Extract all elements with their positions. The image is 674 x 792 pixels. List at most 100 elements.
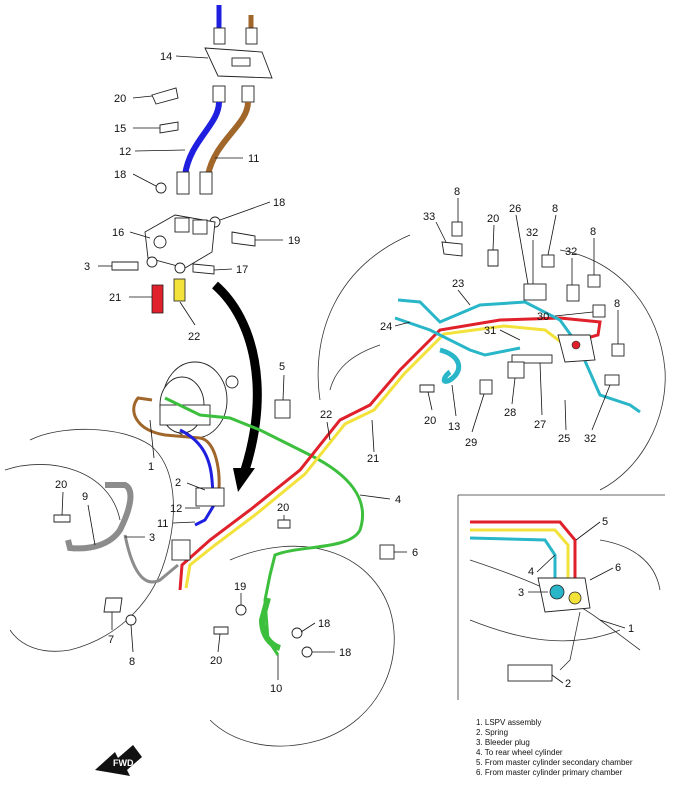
body-outlines [4, 234, 666, 747]
callout-9: 9 [82, 491, 88, 503]
callout-28: 28 [504, 407, 516, 419]
clip-20-lower [213, 626, 229, 635]
clamp-5 [274, 399, 291, 419]
lspv-valve-16 [111, 214, 256, 314]
callout-20: 20 [277, 502, 289, 514]
clip-20-upper [151, 87, 179, 105]
callout-21: 21 [109, 292, 121, 304]
spring-27 [511, 354, 553, 364]
callout-31: 31 [484, 325, 496, 337]
callout-12: 12 [170, 503, 182, 515]
inset-callout-6: 6 [615, 562, 621, 574]
callout-32: 32 [584, 433, 596, 445]
callout-19: 19 [234, 581, 246, 593]
callout-11: 11 [248, 153, 259, 165]
callout-24: 24 [380, 321, 392, 333]
callout-20: 20 [114, 93, 126, 105]
callout-8: 8 [590, 226, 596, 238]
callout-1: 1 [148, 461, 154, 473]
callout-13: 13 [448, 421, 460, 433]
callout-10: 10 [270, 683, 282, 695]
inset-callout-5: 5 [602, 516, 608, 528]
callout-5: 5 [279, 361, 285, 373]
callout-12: 12 [119, 146, 131, 158]
pipe-12 [182, 101, 222, 176]
callout-14: 14 [160, 51, 172, 63]
lspv-block-mid [195, 487, 225, 507]
small-parts [53, 221, 625, 658]
callout-23: 23 [452, 278, 464, 290]
fitting-21 [151, 284, 164, 314]
inset-pipe-yellow [470, 528, 570, 585]
legend-item: 6. From master cylinder primary chamber [476, 768, 623, 777]
callout-2: 2 [175, 477, 181, 489]
callout-30: 30 [537, 311, 549, 323]
bracket-7 [103, 597, 123, 613]
pipe-13-hose [439, 347, 462, 384]
inset-callout-3: 3 [518, 587, 524, 599]
legend-item: 1. LSPV assembly [476, 718, 541, 727]
callout-29: 29 [465, 437, 477, 449]
callout-8: 8 [552, 203, 558, 215]
callout-8: 8 [454, 186, 460, 198]
pipe-21 [178, 316, 602, 591]
pipe-22 [184, 324, 566, 589]
callout-11: 11 [157, 518, 168, 530]
clip-20-left [53, 514, 71, 523]
inset-callout-2: 2 [565, 678, 571, 690]
callout-18: 18 [318, 618, 330, 630]
callout-32: 32 [565, 246, 577, 258]
callout-18: 18 [273, 197, 285, 209]
callout-17: 17 [236, 264, 248, 276]
callout-3: 3 [84, 261, 90, 273]
callout-7: 7 [108, 634, 114, 646]
inset-spring [507, 664, 553, 682]
callout-20: 20 [424, 415, 436, 427]
fitting-22 [173, 278, 186, 302]
callout-33: 33 [423, 211, 435, 223]
callout-22: 22 [188, 331, 200, 343]
legend-item: 2. Spring [476, 728, 508, 737]
inset-callout-1: 1 [628, 623, 634, 635]
pipe-24 [394, 316, 521, 357]
inset-callout-4: 4 [528, 566, 534, 578]
bolt-15 [159, 121, 179, 134]
callout-32: 32 [526, 227, 538, 239]
inset-pipe-red [470, 520, 577, 580]
clamp-6 [379, 544, 395, 560]
inset-pipe-cyan [469, 536, 557, 590]
callout-20: 20 [210, 655, 222, 667]
pipe-23 [397, 298, 641, 414]
legend-item: 4. To rear wheel cylinder [476, 748, 563, 757]
upper-pipe-assembly [151, 5, 273, 228]
legend: 1. LSPV assembly 2. Spring 3. Bleeder pl… [476, 718, 633, 777]
fwd-label: FWD [113, 758, 134, 768]
callout-25: 25 [558, 433, 570, 445]
callout-8: 8 [129, 656, 135, 668]
callout-20: 20 [487, 213, 499, 225]
legend-item: 5. From master cylinder secondary chambe… [476, 758, 633, 767]
hose-10 [258, 597, 282, 651]
reference-arrow-curve [211, 281, 262, 472]
callout-6: 6 [412, 547, 418, 559]
leader-lines [61, 55, 626, 684]
pipe-4-rear [164, 396, 365, 656]
inset-detail [457, 494, 665, 700]
legend-item: 3. Bleeder plug [476, 738, 530, 747]
callout-20: 20 [55, 479, 67, 491]
hose-9 [65, 482, 134, 552]
bleeder-3 [111, 261, 139, 271]
reference-arrow-head [233, 468, 255, 492]
callout-3: 3 [149, 532, 155, 544]
callout-19: 19 [288, 235, 300, 247]
callout-27: 27 [534, 419, 546, 431]
callout-26: 26 [509, 203, 521, 215]
clip-20-mid [277, 519, 291, 529]
callout-16: 16 [112, 227, 124, 239]
callout-21: 21 [367, 453, 379, 465]
callout-22: 22 [320, 409, 332, 421]
pipe-brown-master [132, 396, 221, 501]
callout-4: 4 [395, 494, 401, 506]
callout-18: 18 [114, 169, 126, 181]
